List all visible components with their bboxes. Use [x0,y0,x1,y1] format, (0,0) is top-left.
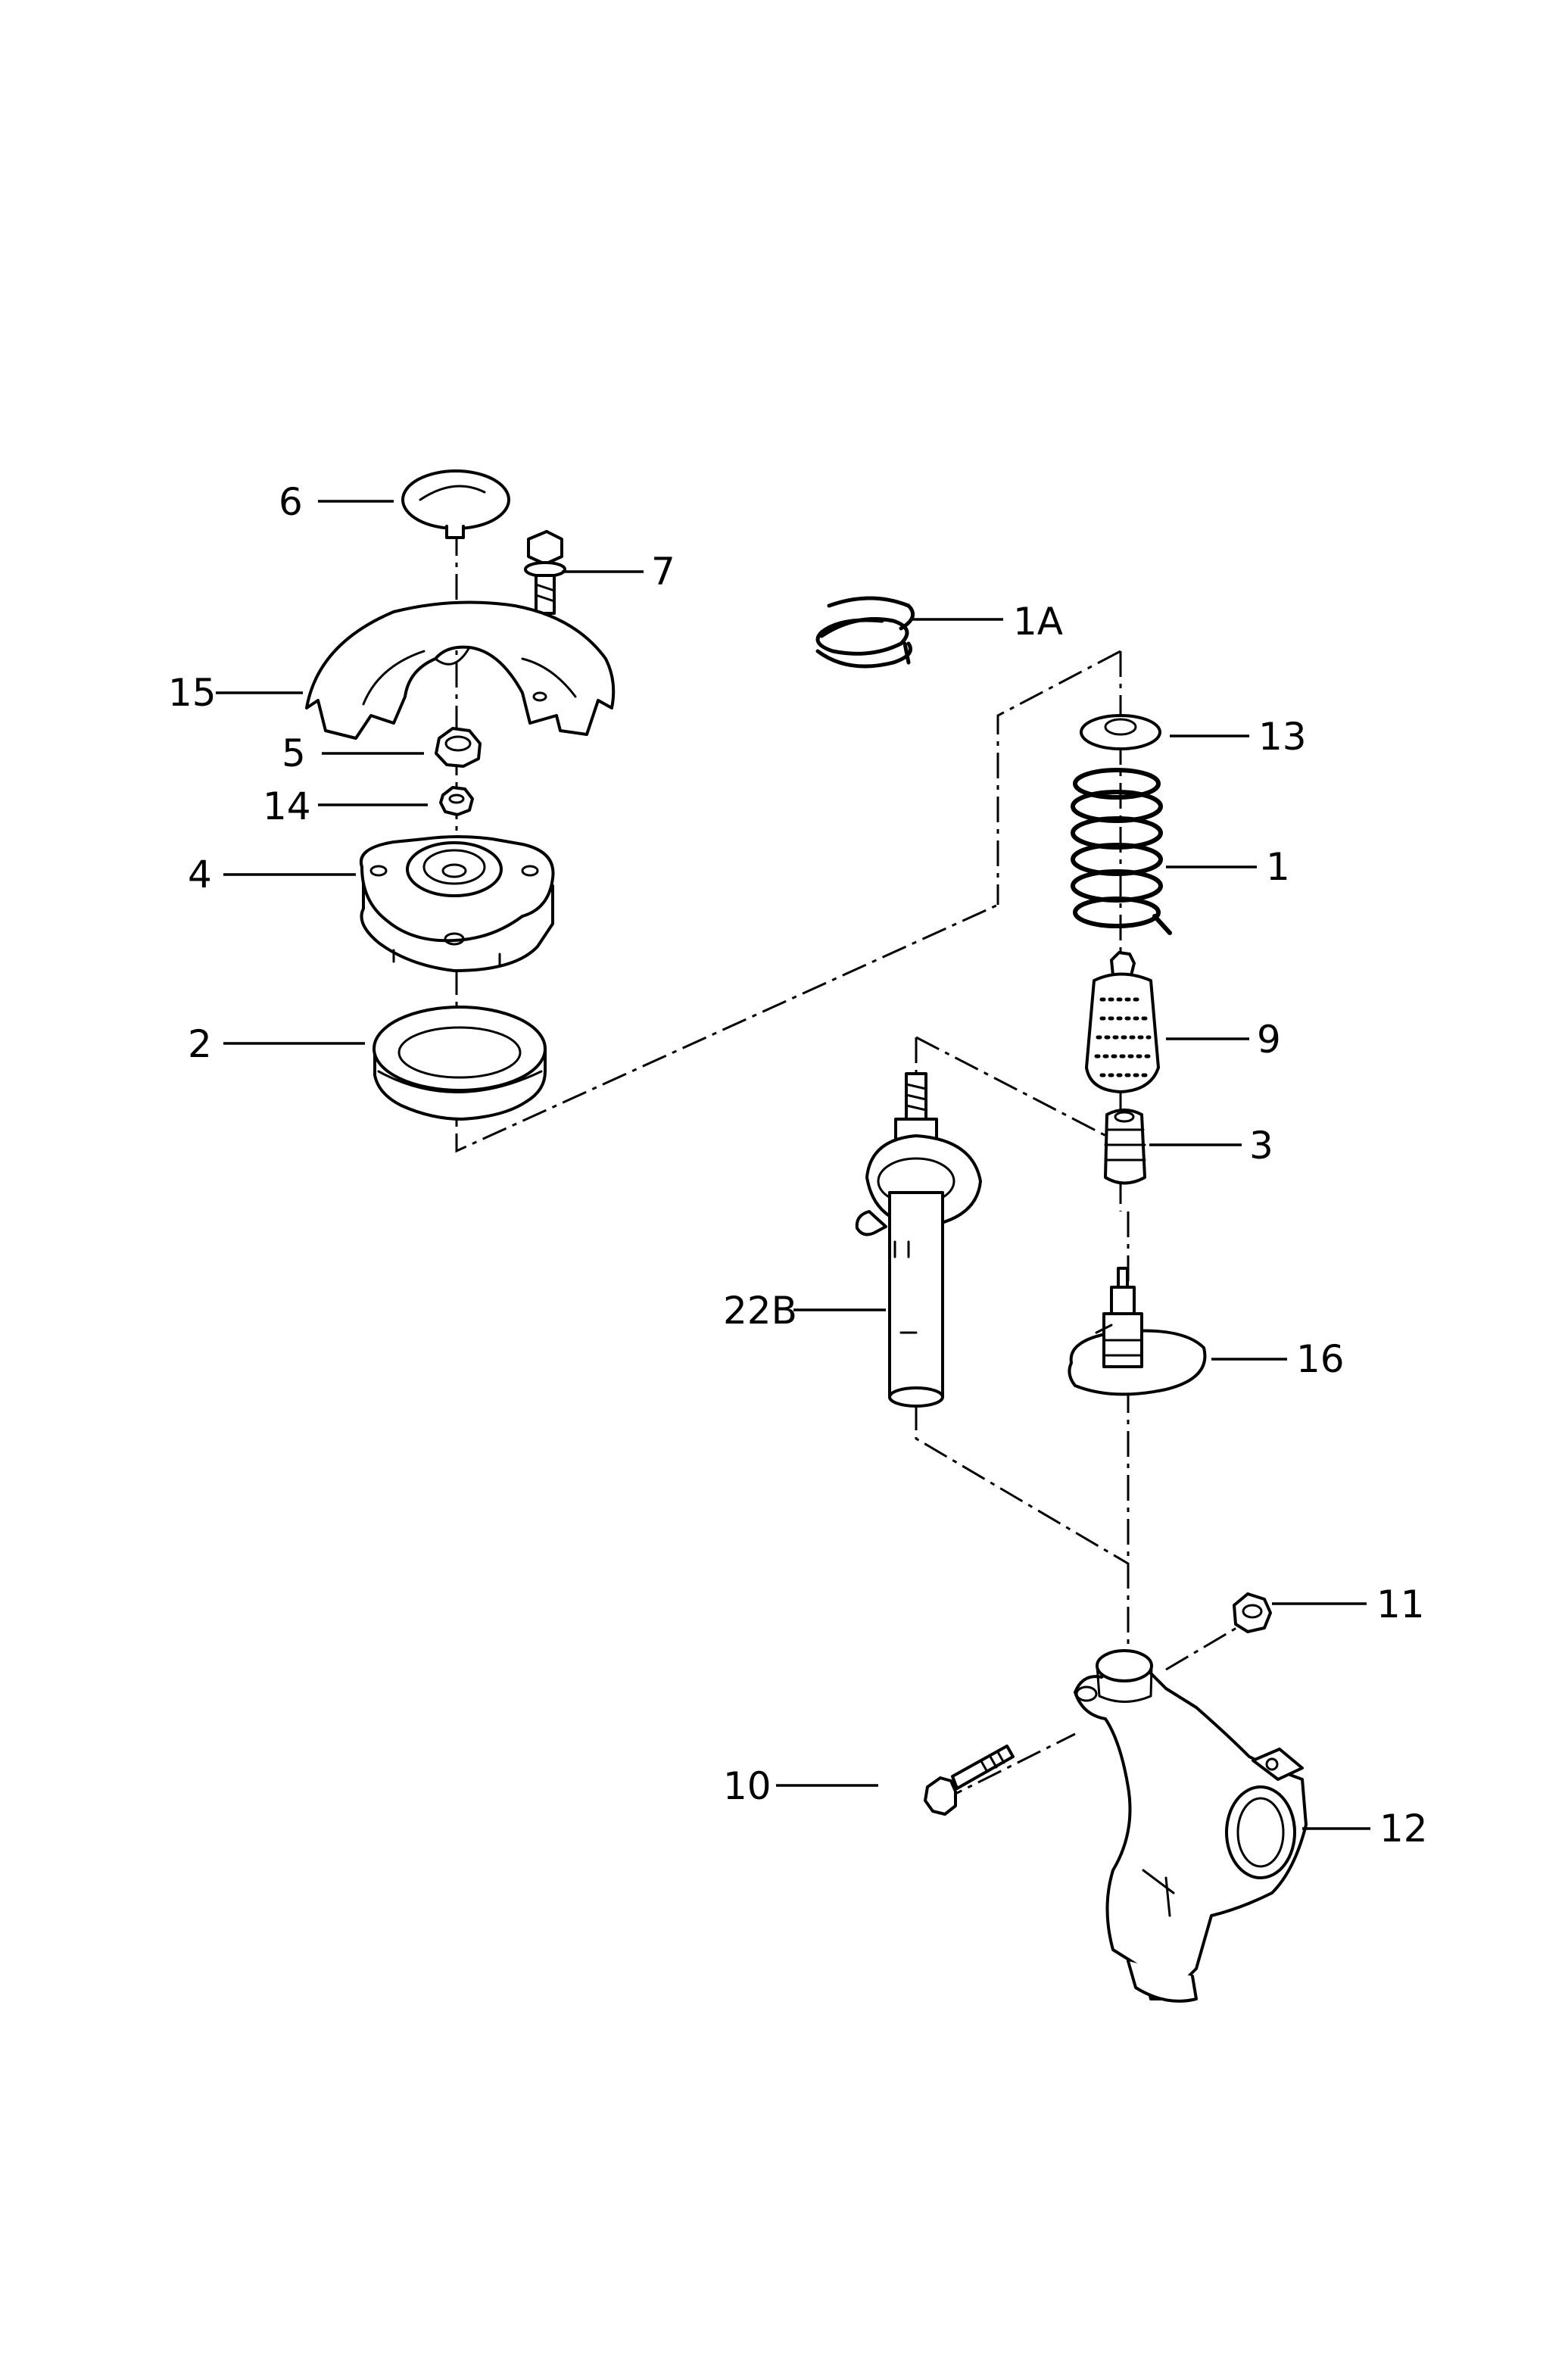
callout-5: 5 [282,731,306,775]
part-1a-spring [815,596,915,669]
callout-1a: 1A [1013,600,1063,644]
callout-15: 15 [168,671,217,715]
part-6-cap [401,469,510,539]
part-14-nut [439,786,474,816]
part-1-coil-spring [1071,768,1172,935]
leader-lines [216,500,1370,1830]
callout-4: 4 [188,853,212,897]
part-4-strut-mount [359,835,555,972]
callout-14: 14 [263,784,311,828]
callout-2: 2 [188,1022,212,1066]
part-16-lower-seat [1068,1267,1207,1396]
part-9-boot [1085,951,1160,1093]
part-2-bearing [373,1006,547,1121]
part-12-steering-knuckle [1074,1649,1308,2003]
part-15-cover [305,600,616,740]
callout-7: 7 [651,550,675,594]
callout-16: 16 [1296,1337,1345,1381]
callout-9: 9 [1257,1018,1281,1062]
callout-11: 11 [1376,1583,1425,1626]
part-7-bolt [524,530,566,615]
callout-10: 10 [723,1764,772,1808]
part-11-nut [1233,1592,1272,1633]
part-5-nut [435,727,482,768]
callout-1: 1 [1266,845,1290,889]
part-13-spring-seat [1080,714,1161,750]
callout-12: 12 [1379,1807,1428,1851]
callout-6: 6 [279,480,303,524]
callout-labels: 6 7 1A 15 5 13 14 1 4 9 2 3 22B 16 11 10… [168,480,1428,1851]
callout-13: 13 [1258,715,1307,759]
part-22b-shock-absorber [855,1072,982,1408]
callout-3: 3 [1249,1124,1273,1168]
callout-22b: 22B [723,1289,797,1333]
part-10-bolt [924,1745,1015,1816]
part-3-bump-stop [1104,1109,1146,1185]
